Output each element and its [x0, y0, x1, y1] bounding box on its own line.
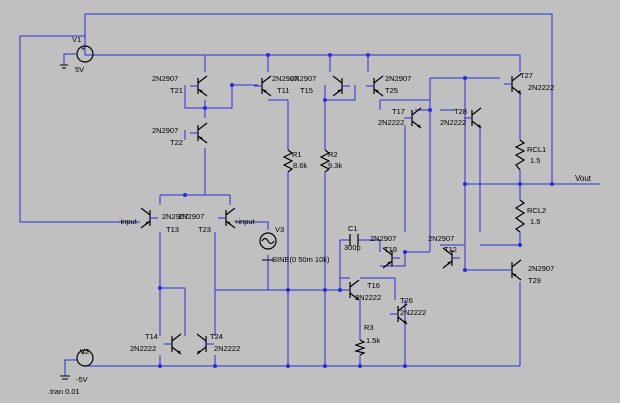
rcl2-resistor: RCL2 1.5 — [514, 199, 546, 233]
t21-name: T21 — [170, 86, 183, 95]
t15-name: T15 — [300, 86, 313, 95]
rcl1-value: 1.5 — [530, 156, 540, 165]
t28-name: T28 — [454, 107, 467, 116]
t16-name: T16 — [367, 281, 380, 290]
t17-name: T17 — [392, 107, 405, 116]
t13-model: 2N2907 — [162, 212, 188, 221]
t14-transistor — [164, 333, 182, 355]
t28-transistor — [464, 107, 482, 129]
t26-transistor — [390, 303, 408, 325]
plus-input-label: +input — [234, 217, 256, 226]
rcl2-value: 1.5 — [530, 217, 540, 226]
r2-name: R2 — [328, 150, 338, 159]
t25-model: 2N2907 — [385, 74, 411, 83]
r2-value: 9.3k — [328, 161, 342, 170]
t29-name: T29 — [528, 276, 541, 285]
v2-source: + V2 -5V — [60, 347, 94, 384]
v1-source: + V1 5V — [60, 35, 94, 74]
t12-transistor — [442, 247, 460, 269]
t24-transistor — [196, 333, 214, 355]
r3-resistor: R3 1.5k — [353, 323, 380, 356]
t25-transistor — [366, 75, 384, 97]
t11-transistor — [254, 75, 272, 97]
t25-name: T25 — [385, 86, 398, 95]
t26-name: T26 — [400, 296, 413, 305]
wires — [19, 13, 600, 367]
t19-model: 2N2907 — [370, 234, 396, 243]
r1-resistor: R1 8.6k — [282, 149, 307, 173]
t15-model: 2N2907 — [290, 74, 316, 83]
t29-model: 2N2907 — [528, 264, 554, 273]
v1-name: V1 — [72, 35, 81, 44]
r3-value: 1.5k — [366, 336, 380, 345]
c1-capacitor: C1 300p — [344, 224, 361, 252]
transistor-layer — [140, 73, 522, 355]
r1-value: 8.6k — [293, 161, 307, 170]
t27-model: 2N2222 — [528, 83, 554, 92]
t17-model: 2N2222 — [378, 118, 404, 127]
v3-name: V3 — [275, 225, 284, 234]
v3-value: SINE(0 50m 10k) — [272, 255, 330, 264]
c1-value: 300p — [344, 243, 361, 252]
t11-name: T11 — [277, 86, 289, 95]
v2-value: -5V — [76, 375, 88, 384]
v2-name: V2 — [80, 347, 89, 356]
t14-name: T14 — [145, 332, 158, 341]
vout-label: Vout — [575, 174, 592, 183]
t22-transistor — [190, 122, 208, 144]
t22-model: 2N2907 — [152, 126, 178, 135]
t15-transistor — [332, 75, 350, 97]
rcl1-resistor: RCL1 1.5 — [514, 139, 546, 171]
t21-model: 2N2907 — [152, 74, 178, 83]
t13-name: T13 — [166, 225, 179, 234]
t27-transistor — [504, 73, 522, 95]
t16-model: 2N2222 — [355, 293, 381, 302]
r1-name: R1 — [292, 150, 302, 159]
t29-transistor — [504, 259, 522, 281]
junctions — [158, 53, 554, 368]
transistor-labels: 2N2907 T21 2N2907 T22 2N2907 T11 2N2907 … — [130, 71, 554, 353]
t24-model: 2N2222 — [214, 344, 240, 353]
t19-name: T19 — [384, 245, 397, 254]
svg-text:+: + — [81, 44, 86, 53]
t14-model: 2N2222 — [130, 344, 156, 353]
t22-name: T22 — [170, 138, 183, 147]
t19-transistor — [382, 247, 400, 269]
rcl1-name: RCL1 — [527, 145, 546, 154]
tran-directive: .tran 0.01 — [48, 387, 80, 396]
t16-transistor — [342, 279, 360, 301]
t17-transistor — [404, 107, 422, 129]
t23-transistor — [218, 207, 236, 229]
v3-source: V3 SINE(0 50m 10k) — [259, 225, 330, 264]
svg-text:+: + — [81, 348, 86, 357]
t13-transistor — [140, 207, 158, 229]
t23-model: 2N2907 — [178, 212, 204, 221]
t24-name: T24 — [210, 332, 223, 341]
t23-name: T23 — [198, 225, 211, 234]
rcl2-name: RCL2 — [527, 206, 546, 215]
t11-model: 2N2907 — [272, 74, 298, 83]
t26-model: 2N2222 — [400, 308, 426, 317]
t27-name: T27 — [520, 71, 533, 80]
t12-model: 2N2907 — [428, 234, 454, 243]
c1-name: C1 — [348, 224, 358, 233]
t12-name: T12 — [444, 245, 457, 254]
minus-input-label: -input — [118, 217, 138, 226]
v1-value: 5V — [75, 65, 84, 74]
r2-resistor: R2 9.3k — [319, 149, 342, 173]
t21-transistor — [190, 75, 208, 97]
t28-model: 2N2222 — [440, 118, 466, 127]
r3-name: R3 — [364, 323, 374, 332]
